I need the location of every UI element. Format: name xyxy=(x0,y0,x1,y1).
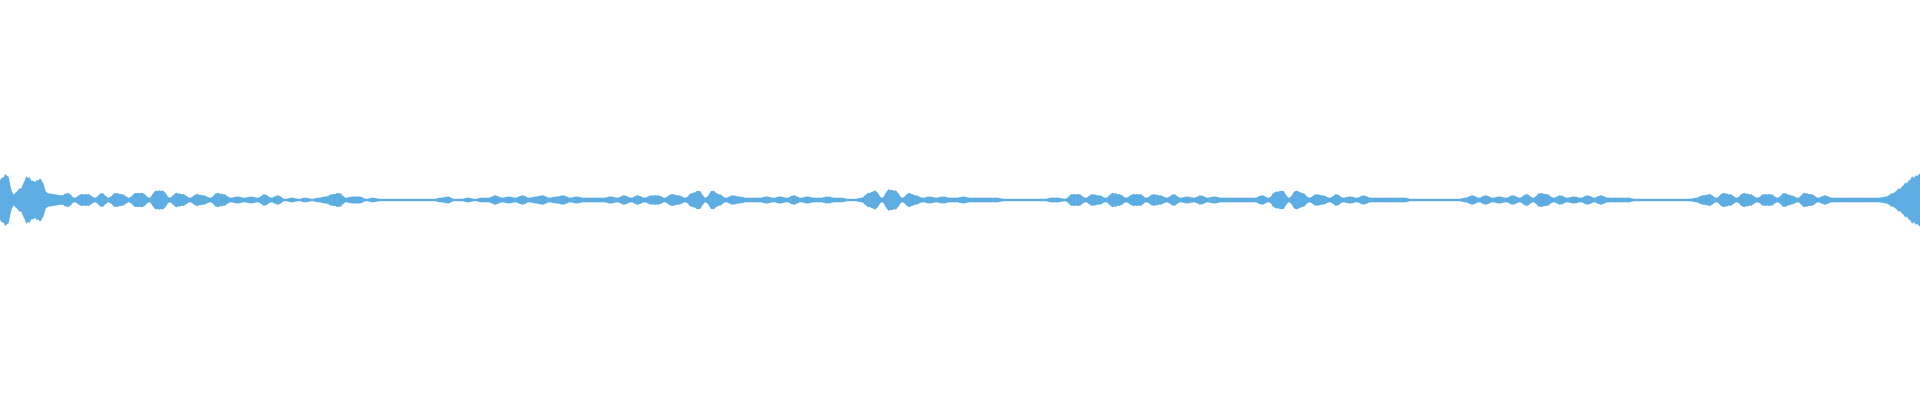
audio-waveform xyxy=(0,173,1920,227)
